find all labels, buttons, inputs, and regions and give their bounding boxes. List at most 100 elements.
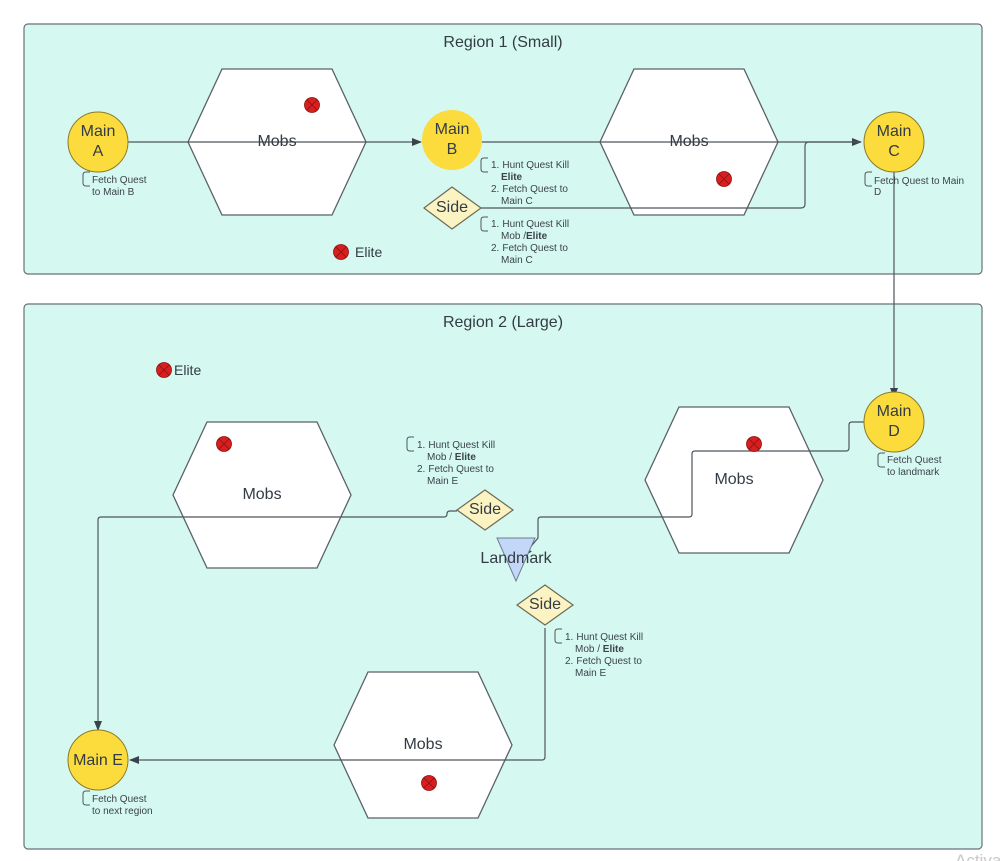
elite-legend-r2: Elite bbox=[156, 362, 201, 378]
mobs-label: Mobs bbox=[714, 471, 753, 488]
region-2: Region 2 (Large) bbox=[23, 303, 983, 850]
mobs-label: Mobs bbox=[242, 486, 281, 503]
main-node-a-line2: A bbox=[93, 143, 104, 160]
note-main-c-line1: Fetch Quest to Main bbox=[874, 176, 964, 187]
svg-text:2.Fetch Quest to: 2.Fetch Quest to bbox=[491, 184, 568, 195]
mobs-label: Mobs bbox=[403, 736, 442, 753]
note-number: 1. bbox=[565, 632, 573, 643]
mobs-r2-bottom[interactable] bbox=[333, 671, 513, 819]
note-number: 2. bbox=[417, 464, 425, 475]
mobs-label: Mobs bbox=[669, 133, 708, 150]
activation-watermark: Activa bbox=[955, 851, 1002, 861]
main-node-a-line1: Main bbox=[81, 123, 116, 140]
svg-text:2.Fetch Quest to: 2.Fetch Quest to bbox=[565, 656, 642, 667]
note-number: 2. bbox=[491, 184, 499, 195]
main-node-a[interactable]: Main A bbox=[67, 111, 129, 173]
svg-text:Mob /Elite: Mob /Elite bbox=[501, 231, 548, 242]
mobs-hexagon[interactable] bbox=[172, 421, 352, 569]
note-side-r2-upper-item1-line2: Mob / bbox=[427, 452, 455, 463]
note-main-e: Fetch Quest to next region bbox=[82, 790, 153, 817]
side-node-r2-upper[interactable]: Side bbox=[455, 489, 515, 531]
note-number: 2. bbox=[491, 243, 499, 254]
elite-marker-icon bbox=[304, 97, 320, 113]
svg-text:1.Hunt Quest Kill: 1.Hunt Quest Kill bbox=[491, 219, 569, 230]
note-main-a-line2: to Main B bbox=[92, 187, 135, 198]
connector-side-lower-to-main-e[interactable] bbox=[129, 628, 546, 764]
note-side-r2-lower-item2: Fetch Quest to bbox=[576, 656, 642, 667]
elite-marker-icon bbox=[333, 244, 349, 260]
elite-marker-icon bbox=[716, 171, 732, 187]
note-side-r1-item2: Fetch Quest to bbox=[502, 243, 568, 254]
note-number: 1. bbox=[491, 219, 499, 230]
note-side-r1-item1: Hunt Quest Kill bbox=[502, 219, 569, 230]
note-side-r2-upper-item2: Fetch Quest to bbox=[428, 464, 494, 475]
mobs-hexagon[interactable] bbox=[333, 671, 513, 819]
note-side-r2-lower: 1.Hunt Quest Kill Mob / Elite 2.Fetch Qu… bbox=[554, 628, 643, 679]
note-side-r1-item2-line2: Main C bbox=[501, 255, 533, 266]
note-side-r1-item1-bold: Elite bbox=[526, 231, 548, 242]
note-main-b-item1-bold: Elite bbox=[501, 172, 523, 183]
main-node-d[interactable]: Main D bbox=[863, 391, 925, 453]
elite-marker-icon bbox=[216, 436, 232, 452]
svg-text:2.Fetch Quest to: 2.Fetch Quest to bbox=[491, 243, 568, 254]
main-node-d-line2: D bbox=[888, 423, 900, 440]
note-main-d-line1: Fetch Quest bbox=[887, 455, 942, 466]
main-node-b-line2: B bbox=[447, 141, 458, 158]
landmark-triangle-icon bbox=[496, 537, 536, 583]
elite-marker-icon bbox=[421, 775, 437, 791]
note-side-r2-upper-item1: Hunt Quest Kill bbox=[428, 440, 495, 451]
connector-side-to-main-c[interactable] bbox=[481, 141, 861, 209]
region-2-title: Region 2 (Large) bbox=[443, 314, 563, 331]
side-label: Side bbox=[436, 199, 468, 216]
note-main-d-line2: to landmark bbox=[887, 467, 940, 478]
main-node-e[interactable]: Main E bbox=[67, 729, 129, 791]
mobs-label: Mobs bbox=[257, 133, 296, 150]
mobs-r2-left[interactable] bbox=[172, 421, 352, 569]
note-main-e-line1: Fetch Quest bbox=[92, 794, 147, 805]
elite-legend-r1: Elite bbox=[333, 244, 382, 260]
landmark-label: Landmark bbox=[480, 550, 552, 567]
note-main-b-item2-line2: Main C bbox=[501, 196, 533, 207]
note-main-a-line1: Fetch Quest bbox=[92, 175, 147, 186]
note-side-r2-upper-item2-line2: Main E bbox=[427, 476, 458, 487]
note-side-r2-lower-item1-bold: Elite bbox=[603, 644, 625, 655]
side-node-r1[interactable]: Side bbox=[423, 186, 483, 230]
note-side-r1: 1.Hunt Quest Kill Mob /Elite 2.Fetch Que… bbox=[480, 216, 569, 266]
note-main-d: Fetch Quest to landmark bbox=[877, 452, 942, 478]
note-main-b: 1.Hunt Quest Kill Elite 2.Fetch Quest to… bbox=[480, 157, 569, 207]
landmark-node[interactable]: Landmark bbox=[480, 537, 553, 583]
main-node-c[interactable]: Main C bbox=[863, 111, 925, 173]
note-main-b-item1: Hunt Quest Kill bbox=[502, 160, 569, 171]
note-side-r2-lower-item1-line2: Mob / bbox=[575, 644, 603, 655]
elite-legend-label: Elite bbox=[174, 362, 201, 378]
connector-main-d-to-landmark[interactable] bbox=[522, 421, 865, 557]
note-side-r1-item1-line2: Mob / bbox=[501, 231, 526, 242]
main-node-e-label: Main E bbox=[73, 752, 123, 769]
note-number: 1. bbox=[417, 440, 425, 451]
main-node-b[interactable]: Main B bbox=[422, 110, 482, 170]
svg-text:1.Hunt Quest Kill: 1.Hunt Quest Kill bbox=[417, 440, 495, 451]
elite-legend-label: Elite bbox=[355, 244, 382, 260]
note-side-r2-upper-item1-bold: Elite bbox=[455, 452, 477, 463]
note-main-b-item2: Fetch Quest to bbox=[502, 184, 568, 195]
note-side-r2-lower-item1: Hunt Quest Kill bbox=[576, 632, 643, 643]
main-node-c-line2: C bbox=[888, 143, 900, 160]
svg-text:Mob / Elite: Mob / Elite bbox=[427, 452, 476, 463]
note-number: 1. bbox=[491, 160, 499, 171]
note-main-c-line2: D bbox=[874, 187, 881, 198]
main-node-c-line1: Main bbox=[877, 123, 912, 140]
side-node-r2-lower[interactable]: Side bbox=[515, 584, 575, 626]
region-2-box[interactable] bbox=[23, 303, 983, 850]
note-main-e-line2: to next region bbox=[92, 806, 153, 817]
connector-side-to-main-e[interactable] bbox=[94, 510, 457, 731]
elite-marker-icon bbox=[156, 362, 172, 378]
side-label: Side bbox=[469, 501, 501, 518]
svg-text:Mob / Elite: Mob / Elite bbox=[575, 644, 624, 655]
main-node-d-line1: Main bbox=[877, 403, 912, 420]
note-number: 2. bbox=[565, 656, 573, 667]
side-label: Side bbox=[529, 596, 561, 613]
note-side-r2-upper: 1.Hunt Quest Kill Mob / Elite 2.Fetch Qu… bbox=[406, 436, 495, 487]
svg-text:1.Hunt Quest Kill: 1.Hunt Quest Kill bbox=[565, 632, 643, 643]
note-side-r2-lower-item2-line2: Main E bbox=[575, 668, 606, 679]
